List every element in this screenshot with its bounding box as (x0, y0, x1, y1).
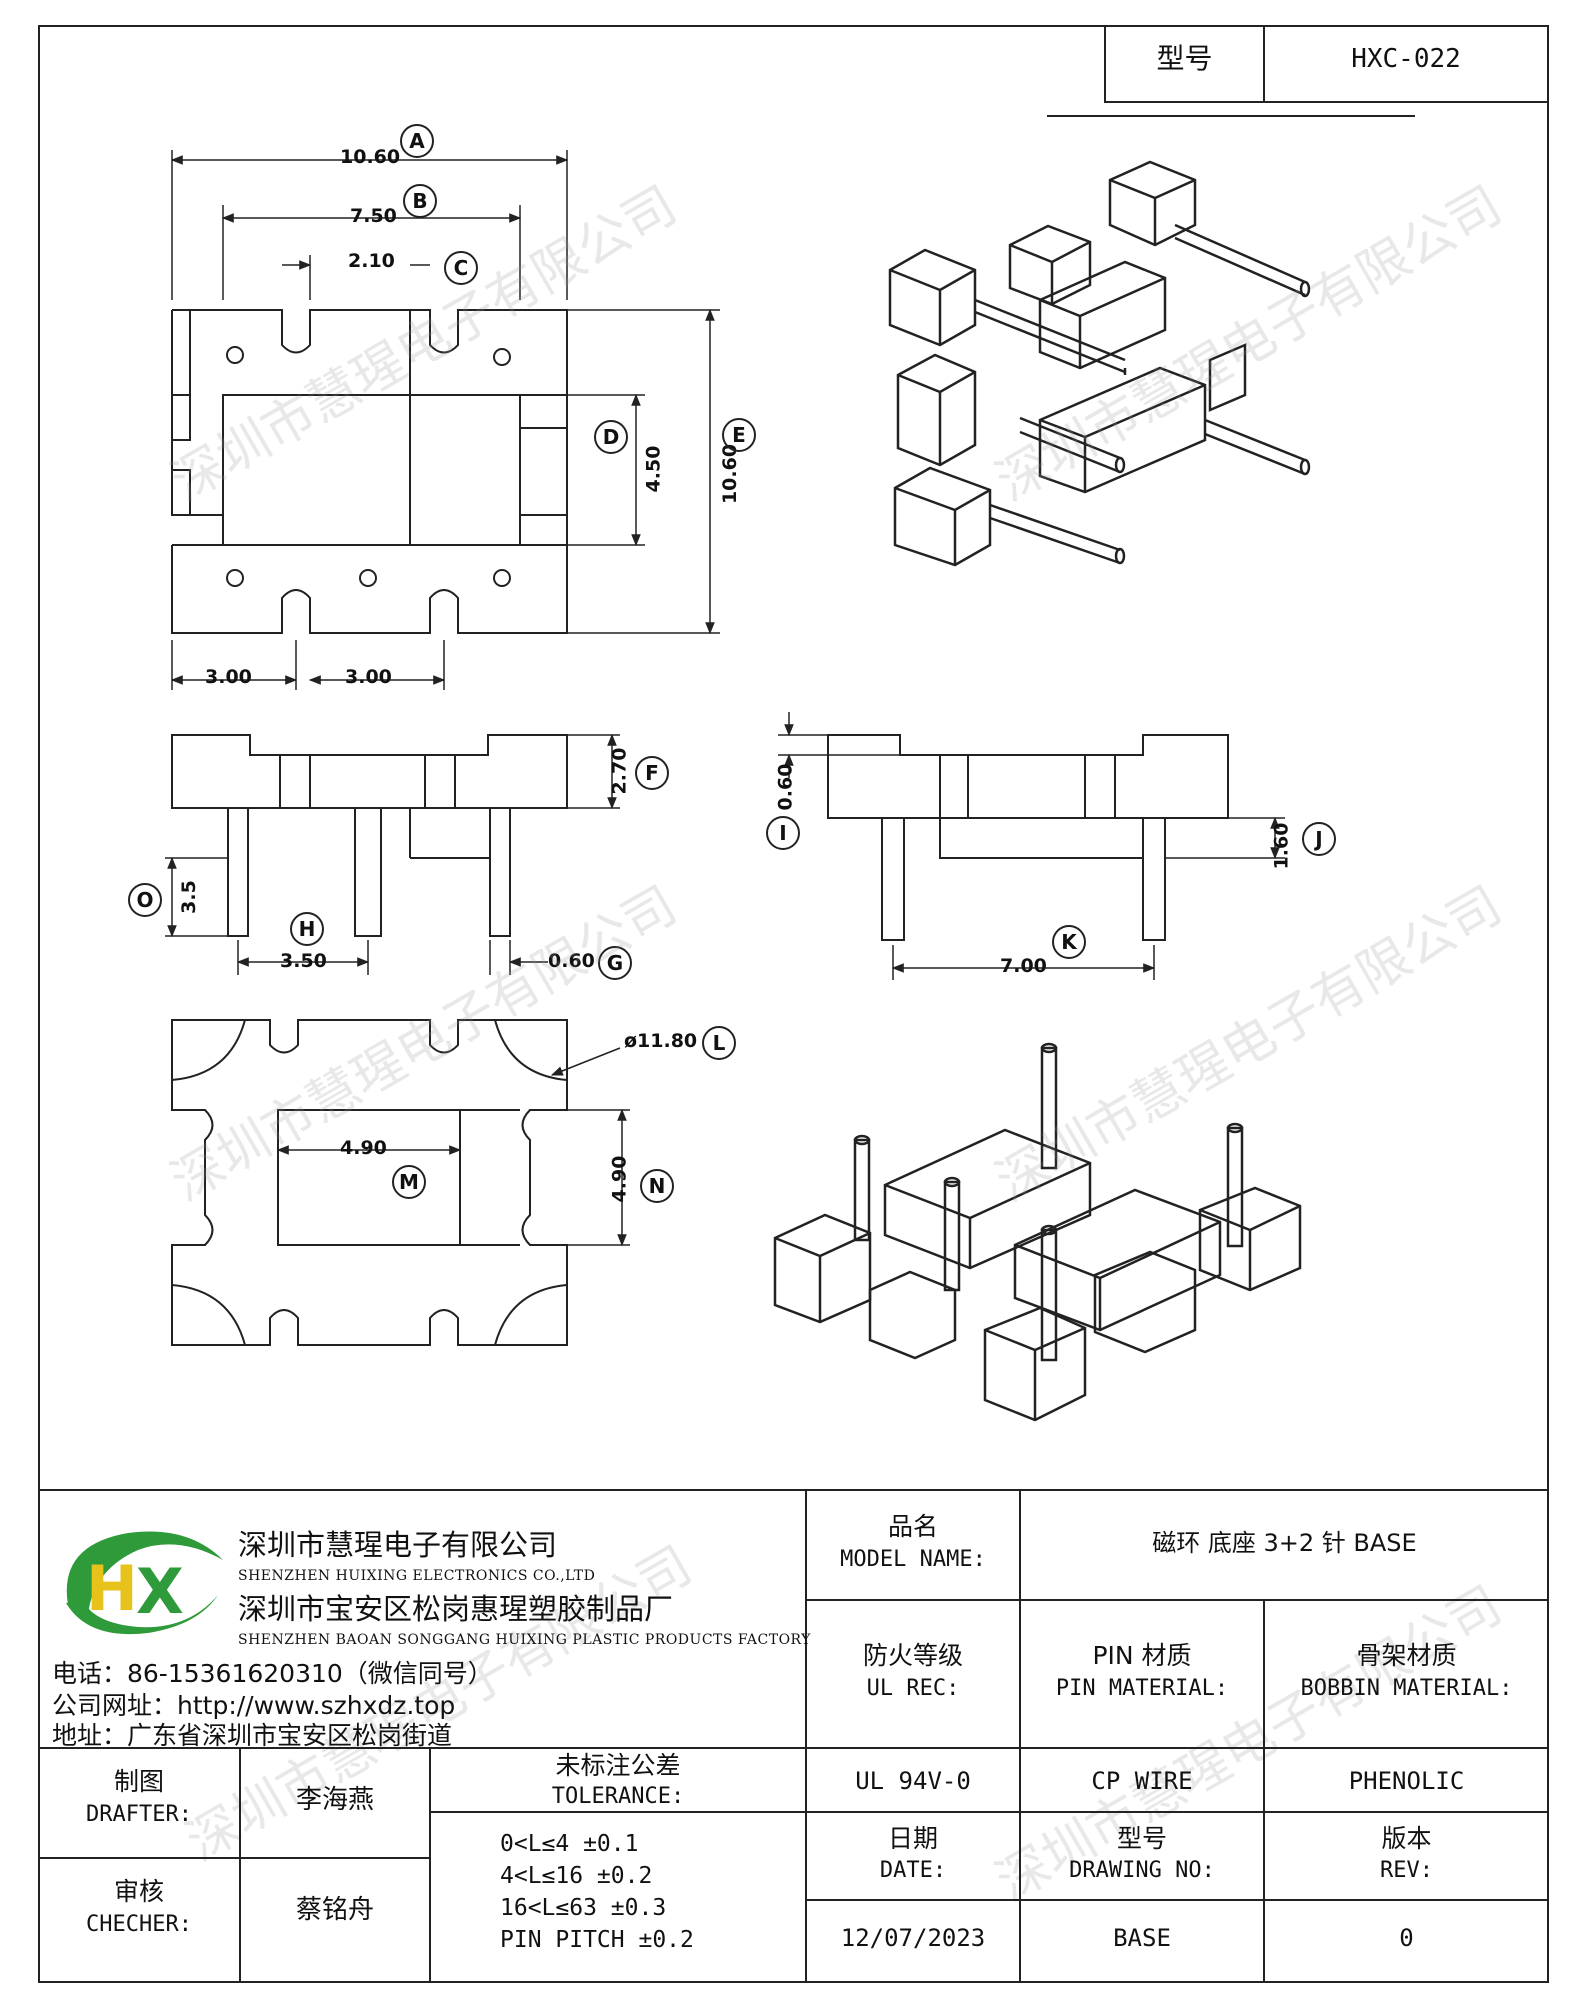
pin-material-value: CP WIRE (1091, 1767, 1193, 1795)
ul-rec-cn: 防火等级 (862, 1641, 963, 1670)
bobbin-material-value: PHENOLIC (1348, 1767, 1465, 1795)
drawing-frame (38, 25, 1549, 1983)
date-en: DATE: (879, 1858, 947, 1883)
dim-e-label: E (722, 418, 756, 452)
tolerance-row: 4<L≤16 ±0.2 (500, 1863, 653, 1889)
side-view (778, 712, 1285, 980)
pin-material-en: PIN MATERIAL: (1055, 1676, 1229, 1701)
dim-g-value: 0.60 (548, 950, 595, 972)
drafter-cn: 制图 (113, 1767, 164, 1796)
tolerance-row: 0<L≤4 ±0.1 (500, 1831, 639, 1857)
isometric-view-top (888, 160, 1311, 567)
checker-name: 蔡铭舟 (295, 1895, 374, 1925)
factory-name-cn: 深圳市宝安区松岗惠瑆塑胶制品厂 (238, 1592, 674, 1626)
company-logo: H X (66, 1531, 223, 1635)
dim-m-value: 4.90 (340, 1137, 387, 1159)
model-label: 型号 (1156, 42, 1213, 75)
dim-i-label: I (766, 816, 800, 850)
dim-n-label: N (640, 1169, 674, 1203)
company-name-en: SHENZHEN HUIXING ELECTRONICS CO.,LTD (238, 1568, 596, 1584)
rev-value: 0 (1399, 1924, 1414, 1952)
dim-c-label: C (444, 251, 478, 285)
date-value: 12/07/2023 (840, 1924, 986, 1952)
isometric-view-bottom (773, 1042, 1302, 1422)
pin-material-cn: PIN 材质 (1092, 1641, 1192, 1670)
dim-a-value: 10.60 (340, 146, 401, 168)
model-box: 型号 HXC-022 (1104, 25, 1549, 103)
company-name-cn: 深圳市慧瑆电子有限公司 (238, 1528, 558, 1562)
dim-o-label: O (128, 883, 162, 917)
dim-b-value: 7.50 (350, 205, 397, 227)
technical-drawing (165, 150, 1311, 1422)
dim-l-label: L (702, 1026, 736, 1060)
date-cn: 日期 (887, 1824, 938, 1853)
rev-en: REV: (1380, 1858, 1433, 1883)
ul-rec-en: UL REC: (866, 1676, 960, 1701)
ul-rec-value: UL 94V-0 (855, 1767, 971, 1795)
factory-name-en: SHENZHEN BAOAN SONGGANG HUIXING PLASTIC … (238, 1632, 811, 1648)
tolerance-row: 16<L≤63 ±0.3 (500, 1895, 667, 1921)
dim-left-spacing: 3.00 (205, 666, 252, 688)
front-view (165, 733, 620, 975)
drafter-name: 李海燕 (295, 1785, 374, 1815)
dim-a-label: A (400, 124, 434, 158)
dim-c-value: 2.10 (348, 250, 395, 272)
logo-x-letter: X (136, 1555, 184, 1628)
dim-m-label: M (392, 1165, 426, 1199)
dim-f-label: F (635, 756, 669, 790)
model-name-cn: 品名 (887, 1512, 938, 1541)
model-value: HXC-022 (1351, 44, 1461, 74)
bobbin-material-en: BOBBIN MATERIAL: (1300, 1676, 1513, 1701)
rev-cn: 版本 (1381, 1824, 1432, 1853)
company-website: 公司网址：http://www.szhxdz.top (52, 1691, 456, 1720)
model-name-en: MODEL NAME: (840, 1547, 986, 1572)
dim-g-label: G (598, 946, 632, 980)
company-address: 地址：广东省深圳市宝安区松岗街道 (52, 1721, 453, 1750)
checker-en: CHECHER: (86, 1912, 192, 1937)
header-underline (1047, 115, 1415, 117)
dim-h-value: 3.50 (280, 950, 327, 972)
drawing-no-cn: 型号 (1116, 1824, 1167, 1853)
bottom-view (171, 1019, 630, 1346)
drafter-en: DRAFTER: (86, 1802, 192, 1827)
tolerance-cn: 未标注公差 (555, 1751, 681, 1780)
tolerance-row: PIN PITCH ±0.2 (500, 1927, 694, 1953)
drawing-no-value: BASE (1113, 1924, 1171, 1952)
model-name-value: 磁环 底座 3+2 针 BASE (1152, 1529, 1417, 1557)
dim-d-label: D (594, 420, 628, 454)
bobbin-material-cn: 骨架材质 (1356, 1641, 1457, 1670)
tolerance-en: TOLERANCE: (551, 1784, 685, 1809)
company-phone: 电话：86-15361620310（微信同号） (52, 1659, 493, 1688)
logo-h-letter: H (86, 1552, 138, 1625)
dim-right-spacing: 3.00 (345, 666, 392, 688)
dim-k-label: K (1052, 925, 1086, 959)
dim-l-value: ø11.80 (624, 1030, 698, 1052)
dim-k-value: 7.00 (1000, 955, 1047, 977)
dim-h-label: H (290, 912, 324, 946)
dim-b-label: B (403, 184, 437, 218)
checker-cn: 审核 (113, 1877, 164, 1906)
tolerance-list: 0<L≤4 ±0.1 4<L≤16 ±0.2 16<L≤63 ±0.3 PIN … (500, 1828, 694, 1956)
dim-j-label: J (1302, 822, 1336, 856)
drawing-no-en: DRAWING NO: (1069, 1858, 1215, 1883)
top-view (170, 150, 720, 690)
